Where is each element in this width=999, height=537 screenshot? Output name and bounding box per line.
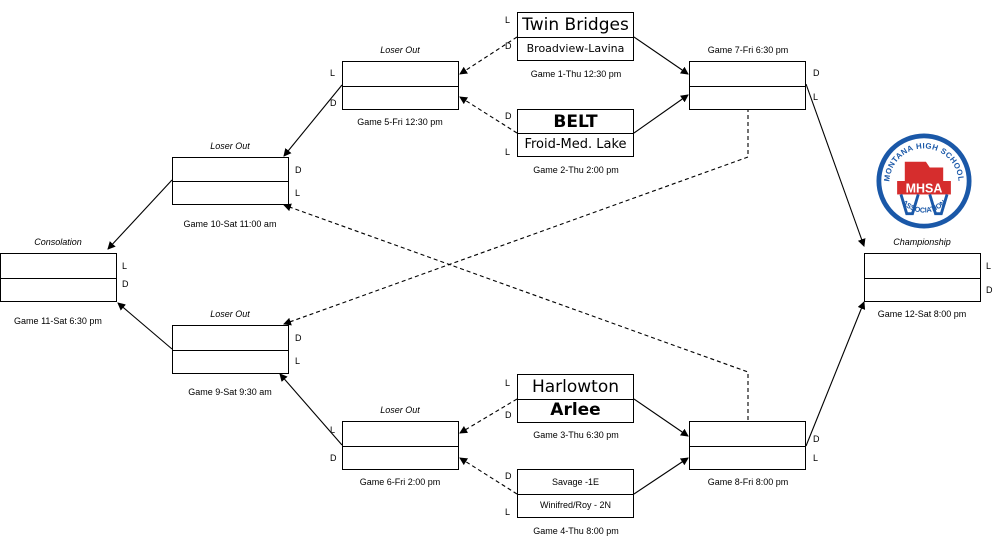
game4-team-top: Savage -1E [518,470,633,495]
game12-header: Championship [893,237,951,247]
game7-top-result: D [813,68,820,78]
game6-box [342,421,459,470]
game5-box [342,61,459,110]
game2-top-result: D [505,111,512,121]
loser-g2-to-g5 [459,96,518,134]
game10-header: Loser Out [210,141,250,151]
game8-bottom-result: L [813,453,819,463]
game4-team-bottom: Winifred/Roy - 2N [539,500,611,511]
game3-team-top: Harlowton [518,375,633,400]
game11-label: Game 11-Sat 6:30 pm [14,316,102,326]
game12-label: Game 12-Sat 8:00 pm [877,309,967,319]
game8-slot-bottom [690,446,805,470]
game10-top-result: D [295,165,302,175]
game3-box: Harlowton Arlee [517,374,634,423]
game5-bottom-result: D [330,98,337,108]
loser-g7-to-g9 [283,108,749,326]
connector-g1-to-g7 [633,36,689,75]
game8-label: Game 8-Fri 8:00 pm [707,477,789,487]
game9-slot-bottom [173,350,288,374]
game8-slot-top [690,422,805,447]
game11-header: Consolation [34,237,82,247]
connector-g7-to-g12 [805,83,866,247]
game9-slot-top [173,326,288,351]
connector-g2-to-g7 [633,94,689,134]
game7-bottom-result: L [813,92,819,102]
game5-slot-bottom [343,86,458,110]
game11-slot-bottom [1,278,116,302]
game10-slot-bottom [173,181,288,204]
game11-top-result: L [122,261,128,271]
game3-team-bottom: Arlee [550,400,601,421]
game5-header: Loser Out [380,45,420,55]
game11-slot-top [1,254,116,279]
game12-slot-bottom [865,278,980,302]
game6-bottom-result: D [330,453,337,463]
connector-g4-to-g8 [633,457,689,495]
game1-top-result: L [505,15,511,25]
connector-g10-to-g11 [107,179,173,250]
game11-bottom-result: D [122,279,129,289]
game8-box [689,421,806,470]
game9-header: Loser Out [210,309,250,319]
game2-team-bottom: Froid-Med. Lake [524,137,627,152]
game10-label: Game 10-Sat 11:00 am [183,219,277,229]
game1-box: Twin Bridges Broadview-Lavina [517,12,634,61]
game6-top-result: L [330,425,336,435]
game6-label: Game 6-Fri 2:00 pm [359,477,441,487]
game7-slot-bottom [690,86,805,110]
game1-team-bottom: Broadview-Lavina [526,41,625,55]
connector-g6-to-g9 [279,373,343,446]
game7-label: Game 7-Fri 6:30 pm [707,45,789,55]
game2-bottom-result: L [505,147,511,157]
game6-slot-top [343,422,458,447]
game4-top-result: D [505,471,512,481]
game12-slot-top [865,254,980,279]
game3-top-result: L [505,378,511,388]
game5-top-result: L [330,68,336,78]
loser-g1-to-g5 [459,36,518,75]
game1-label: Game 1-Thu 12:30 pm [530,69,622,79]
game5-label: Game 5-Fri 12:30 pm [357,117,443,127]
connector-g5-to-g10 [283,84,343,157]
logo-center-text: MHSA [906,182,943,196]
game7-slot-top [690,62,805,87]
game3-bottom-result: D [505,410,512,420]
loser-g4-to-g6 [459,457,518,495]
game12-top-result: L [986,261,992,271]
game2-box: BELT Froid-Med. Lake [517,109,634,157]
game9-bottom-result: L [295,356,301,366]
game6-header: Loser Out [380,405,420,415]
game10-slot-top [173,158,288,182]
game4-box: Savage -1E Winifred/Roy - 2N [517,469,634,518]
game9-top-result: D [295,333,302,343]
game7-box [689,61,806,110]
loser-g8-to-g10 [283,203,749,420]
game2-label: Game 2-Thu 2:00 pm [533,165,619,175]
game5-slot-top [343,62,458,87]
game4-label: Game 4-Thu 8:00 pm [533,526,619,536]
game9-label: Game 9-Sat 9:30 am [188,387,272,397]
connector-g3-to-g8 [633,398,689,437]
logo-state-shape [904,161,944,181]
connector-g8-to-g12 [805,301,866,447]
mhsa-logo: MONTANA HIGH SCHOOL MHSA ASSOCIATION [876,133,972,229]
logo-band [897,181,951,195]
game1-bottom-result: D [505,41,512,51]
game12-box [864,253,981,302]
connector-g9-to-g11 [117,302,173,350]
logo-legs [899,194,949,216]
game2-team-top: BELT [518,110,633,134]
game3-label: Game 3-Thu 6:30 pm [533,430,619,440]
game4-bottom-result: L [505,507,511,517]
game11-box [0,253,117,302]
game9-box [172,325,289,374]
game8-top-result: D [813,434,820,444]
game12-bottom-result: D [986,285,993,295]
game10-bottom-result: L [295,188,301,198]
game10-box [172,157,289,205]
game6-slot-bottom [343,446,458,470]
game1-team-top: Twin Bridges [518,13,633,38]
